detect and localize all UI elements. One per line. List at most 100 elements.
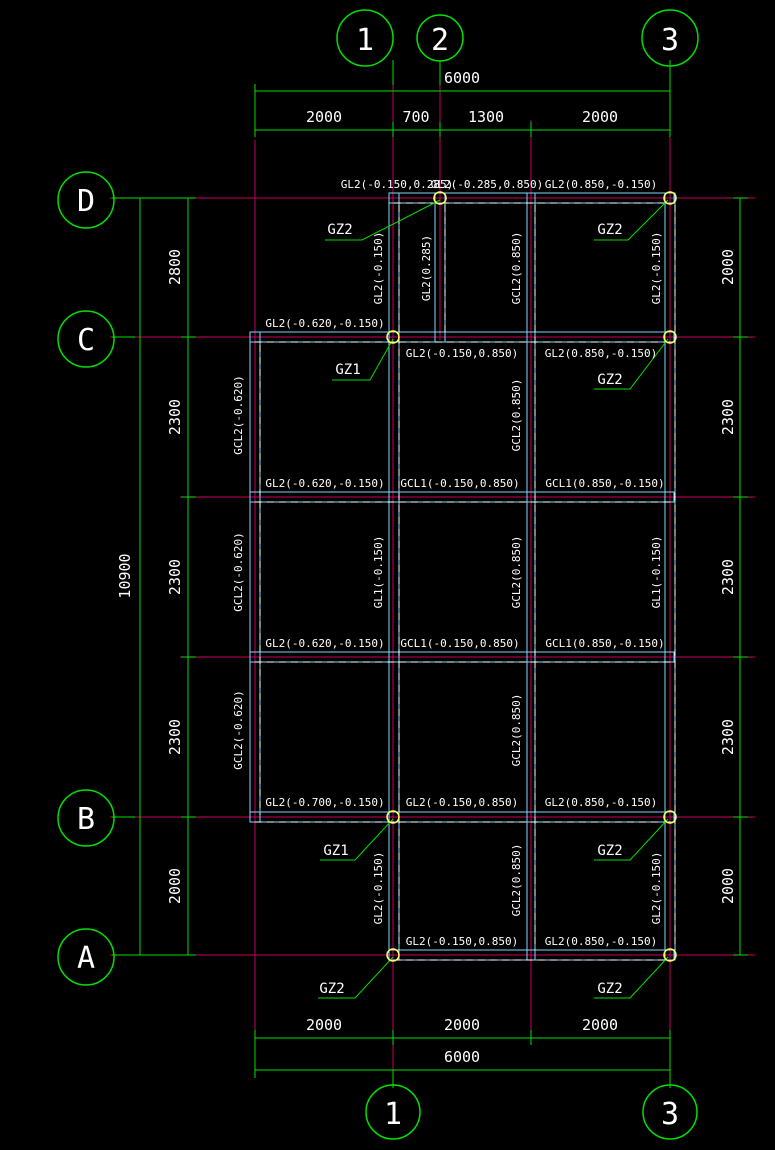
beam-label-vertical: GCL2(0.850)	[510, 536, 523, 609]
beam-label: GCL1(0.850,-0.150)	[545, 477, 664, 490]
axis-bubble-C	[57, 310, 115, 368]
column-markers	[386, 191, 677, 962]
beam-label-vertical: GL2(-0.150)	[372, 852, 385, 925]
axis-bubble-D	[57, 171, 115, 229]
dim-left-seg: 2300	[166, 399, 184, 435]
leader-col-4	[594, 338, 669, 390]
column-labels: GZ2 GZ2 GZ1 GZ2 GZ1 GZ2 GZ2 GZ2	[319, 222, 622, 997]
axis-bubble-top-2	[416, 14, 464, 62]
dim-right-seg: 2000	[719, 868, 737, 904]
column-marker	[386, 330, 400, 344]
beam-label: GCL1(-0.150,0.850)	[400, 477, 519, 490]
beam-label-vertical: GCL2(-0.620)	[232, 690, 245, 769]
beam-dashed-lines	[255, 202, 676, 961]
beam-label-vertical: GL2(-0.150)	[650, 852, 663, 925]
axis-bubble-A	[57, 928, 115, 986]
dim-top-seg: 2000	[582, 108, 618, 126]
leader-col-2	[594, 199, 669, 241]
beam-label: GCL1(0.850,-0.150)	[545, 637, 664, 650]
column-marker	[663, 330, 677, 344]
dim-left-seg: 2300	[166, 559, 184, 595]
leader-col-1	[325, 199, 441, 241]
column-marker	[663, 191, 677, 205]
beam-labels-horizontal: GL2(-0.150,0.285) GL2(-0.285,0.850) GL2(…	[265, 178, 664, 948]
axis-bubble-bottom-3	[642, 1084, 698, 1140]
column-label: GZ2	[597, 222, 622, 238]
column-label: GZ2	[597, 981, 622, 997]
leader-col-3	[332, 338, 394, 381]
leader-col-7	[318, 956, 394, 999]
beam-label-vertical: GL2(-0.150)	[650, 232, 663, 305]
beam-label: GL2(0.850,-0.150)	[545, 935, 658, 948]
axis-label-top-2: 2	[431, 23, 449, 58]
beam-label: GL2(-0.620,-0.150)	[265, 477, 384, 490]
column-marker	[663, 810, 677, 824]
beam-label-vertical: GCL2(0.850)	[510, 232, 523, 305]
beam-label: GL2(-0.150,0.850)	[406, 347, 519, 360]
dimension-lines	[112, 60, 748, 1088]
beam-label: GCL1(-0.150,0.850)	[400, 637, 519, 650]
axis-label-top-3: 3	[661, 23, 679, 58]
beam-label-vertical: GCL2(-0.620)	[232, 532, 245, 611]
dim-bottom-seg: 2000	[306, 1016, 342, 1034]
beam-label: GL2(0.850,-0.150)	[545, 796, 658, 809]
column-marker	[663, 948, 677, 962]
beam-label-vertical: GCL2(-0.620)	[232, 375, 245, 454]
leader-col-6	[594, 818, 669, 861]
dim-right-seg: 2300	[719, 719, 737, 755]
beam-label: GL2(-0.150,0.850)	[406, 796, 519, 809]
beam-label: GL2(0.850,-0.150)	[545, 178, 658, 191]
dim-left-seg: 2000	[166, 868, 184, 904]
dim-top-seg: 700	[402, 108, 429, 126]
dim-top-seg: 2000	[306, 108, 342, 126]
axis-bubbles	[57, 9, 699, 1140]
dim-bottom-total: 6000	[444, 1048, 480, 1066]
column-label: GZ2	[319, 981, 344, 997]
beam-labels-vertical: GL2(-0.150) GL2(0.285) GCL2(0.850) GL2(-…	[232, 232, 663, 925]
dim-bottom-seg: 2000	[444, 1016, 480, 1034]
dim-top-total: 6000	[444, 69, 480, 87]
axis-bubble-top-3	[641, 9, 699, 67]
column-marker	[433, 191, 447, 205]
beam-axis-1	[388, 192, 400, 961]
beam-label: GL2(-0.700,-0.150)	[265, 796, 384, 809]
beam-label: GL2(0.850,-0.150)	[545, 347, 658, 360]
column-label: GZ2	[597, 843, 622, 859]
leader-col-5	[320, 818, 394, 861]
beam-label: GL2(-0.620,-0.150)	[265, 637, 384, 650]
dim-left-total: 10900	[116, 553, 134, 598]
beam-label: GL2(-0.285,0.850)	[431, 178, 544, 191]
dim-right-seg: 2300	[719, 559, 737, 595]
dim-left-seg: 2300	[166, 719, 184, 755]
axis-label-bottom-1: 1	[384, 1097, 402, 1132]
beam-label: GL2(-0.620,-0.150)	[265, 317, 384, 330]
dim-bottom-seg: 2000	[582, 1016, 618, 1034]
dim-top-seg: 1300	[468, 108, 504, 126]
axis-label-A: A	[77, 941, 95, 976]
dim-left-seg: 2800	[166, 249, 184, 285]
axis-labels: 1 2 3 1 3 D C B A	[77, 23, 679, 1132]
leader-col-8	[594, 956, 669, 999]
beam-label-vertical: GL2(-0.150)	[372, 232, 385, 305]
axis-bubble-top-1	[336, 9, 394, 67]
dim-right-seg: 2000	[719, 249, 737, 285]
column-label: GZ2	[327, 222, 352, 238]
axis-label-B: B	[77, 802, 95, 837]
beam-label-vertical: GCL2(0.850)	[510, 694, 523, 767]
beam-label: GL2(-0.150,0.285)	[341, 178, 454, 191]
column-marker	[386, 948, 400, 962]
axis-label-top-1: 1	[356, 23, 374, 58]
beam-label-vertical: GL1(-0.150)	[650, 536, 663, 609]
beam-label-vertical: GL1(-0.150)	[372, 536, 385, 609]
column-label: GZ1	[323, 843, 348, 859]
beam-axis-3	[664, 192, 676, 961]
axis-label-C: C	[77, 323, 95, 358]
dimension-texts: 6000 2000 700 1300 2000 2000 2000 2000 6…	[116, 69, 737, 1066]
beam-label-vertical: GL2(0.285)	[420, 235, 433, 301]
column-marker	[386, 810, 400, 824]
axis-label-D: D	[77, 184, 95, 219]
grid-lines	[110, 60, 755, 1085]
column-label: GZ1	[335, 362, 360, 378]
dim-right-seg: 2300	[719, 399, 737, 435]
